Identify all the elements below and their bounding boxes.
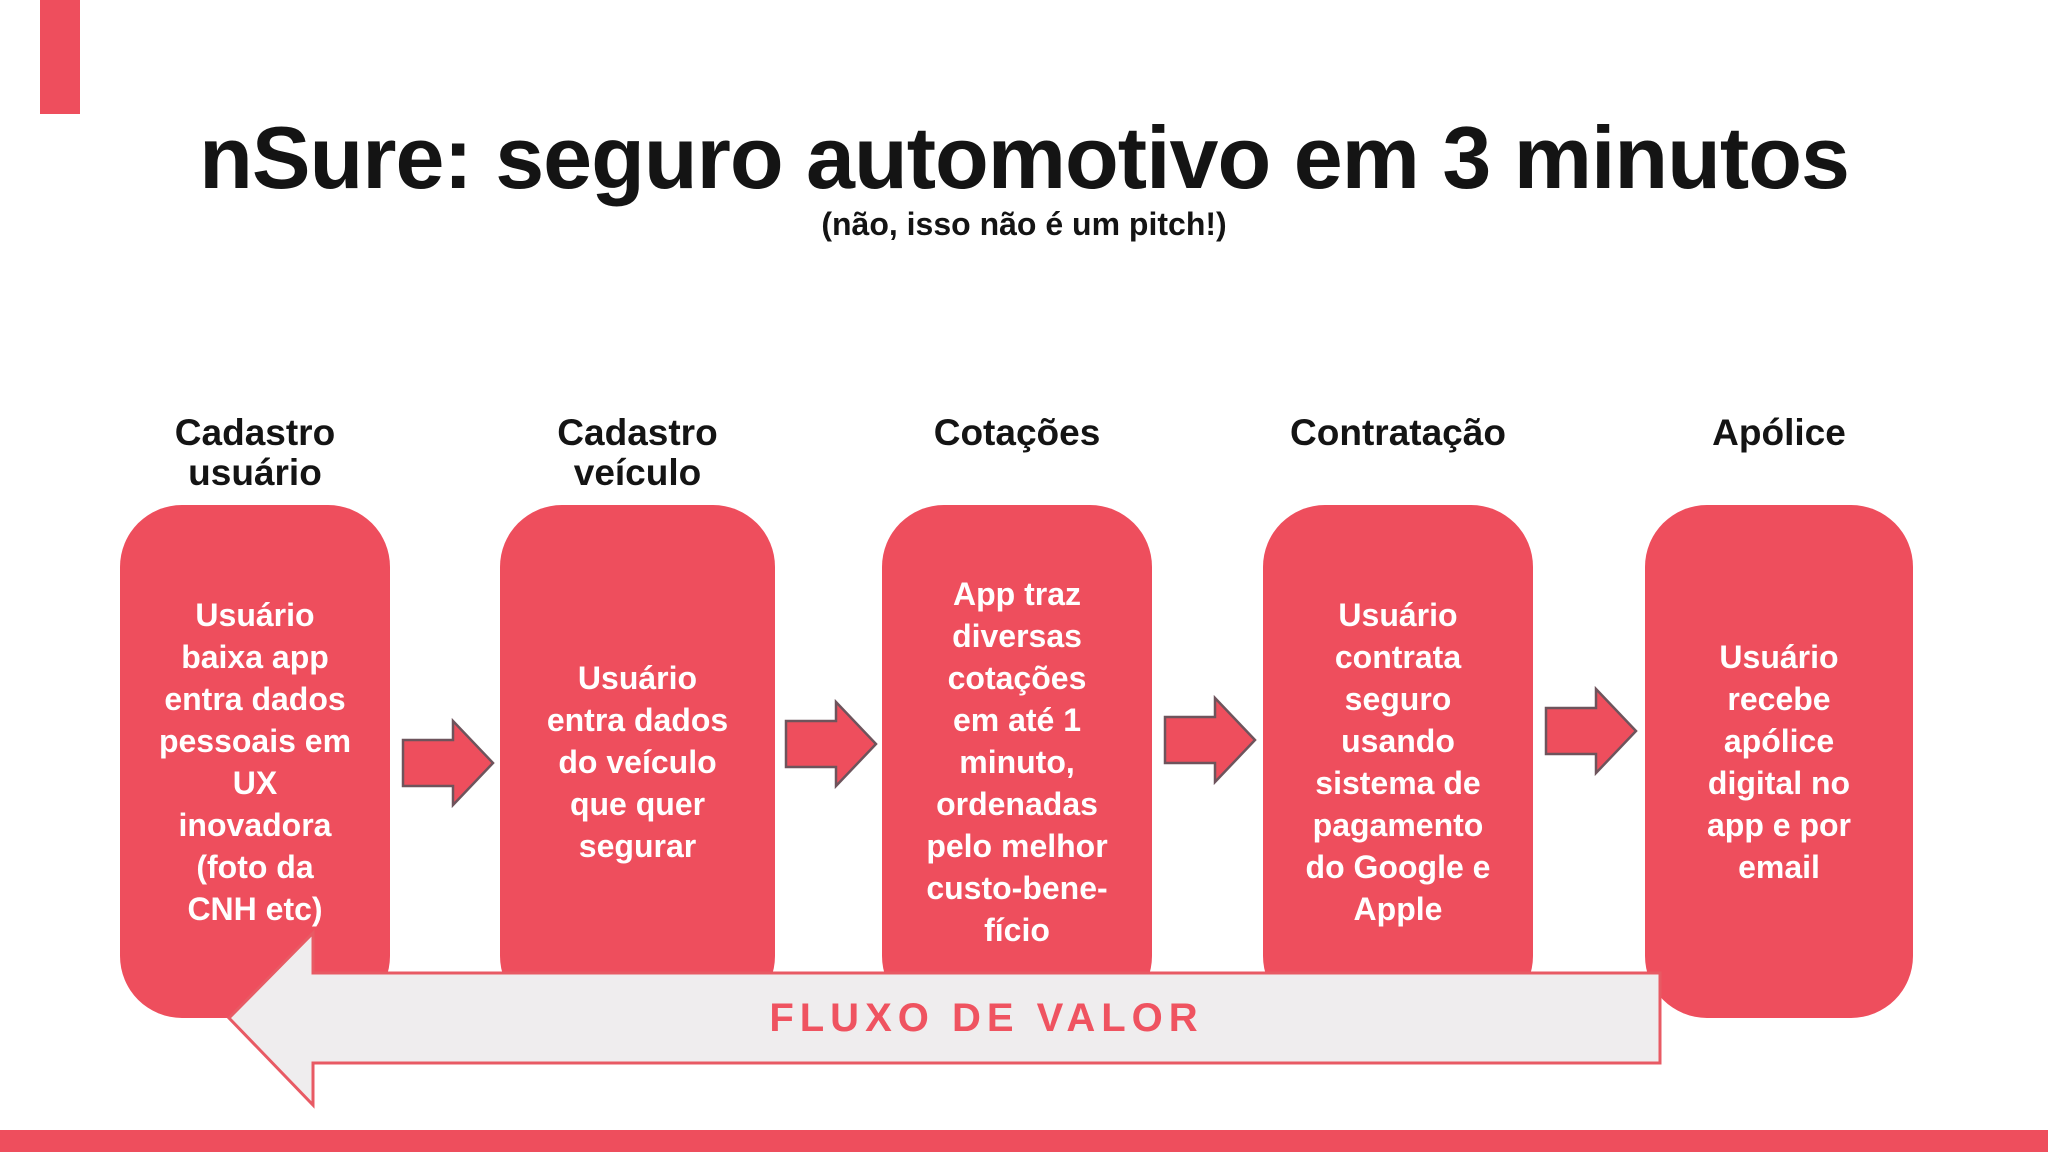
step-box-text: App traz diversas cotações em até 1 minu… [926,575,1108,948]
slide-title: nSure: seguro automotivo em 3 minutos [199,108,1850,207]
corner-accent-bar [40,0,80,114]
step-arrow-icon [784,698,878,790]
step-box-text: Usuário baixa app entra dados pessoais e… [158,596,352,927]
slide-subtitle: (não, isso não é um pitch!) [821,206,1227,242]
step-box: Usuário entra dados do veículo que quer … [500,505,775,1018]
step-box: Usuário contrata seguro usando sistema d… [1263,505,1533,1018]
step-header: Apólice [1712,412,1846,453]
step-box-text: Usuário entra dados do veículo que quer … [546,659,729,864]
step-header: Cadastro usuário [174,412,336,493]
step-box-text: Usuário recebe apólice digital no app e … [1706,638,1851,885]
step-box: Usuário recebe apólice digital no app e … [1645,505,1913,1018]
step-arrow-icon [1544,685,1638,777]
step-header: Cotações [933,412,1101,453]
value-flow-label: FLUXO DE VALOR [769,995,1204,1040]
step-arrow-icon [1163,694,1257,786]
step-box: App traz diversas cotações em até 1 minu… [882,505,1152,1018]
step-arrow-icon [401,717,495,809]
step-header: Cadastro veículo [557,412,718,493]
bottom-accent-bar [0,1130,2048,1152]
step-header: Contratação [1290,412,1506,453]
step-box-text: Usuário contrata seguro usando sistema d… [1305,596,1491,927]
step-box: Usuário baixa app entra dados pessoais e… [120,505,390,1018]
